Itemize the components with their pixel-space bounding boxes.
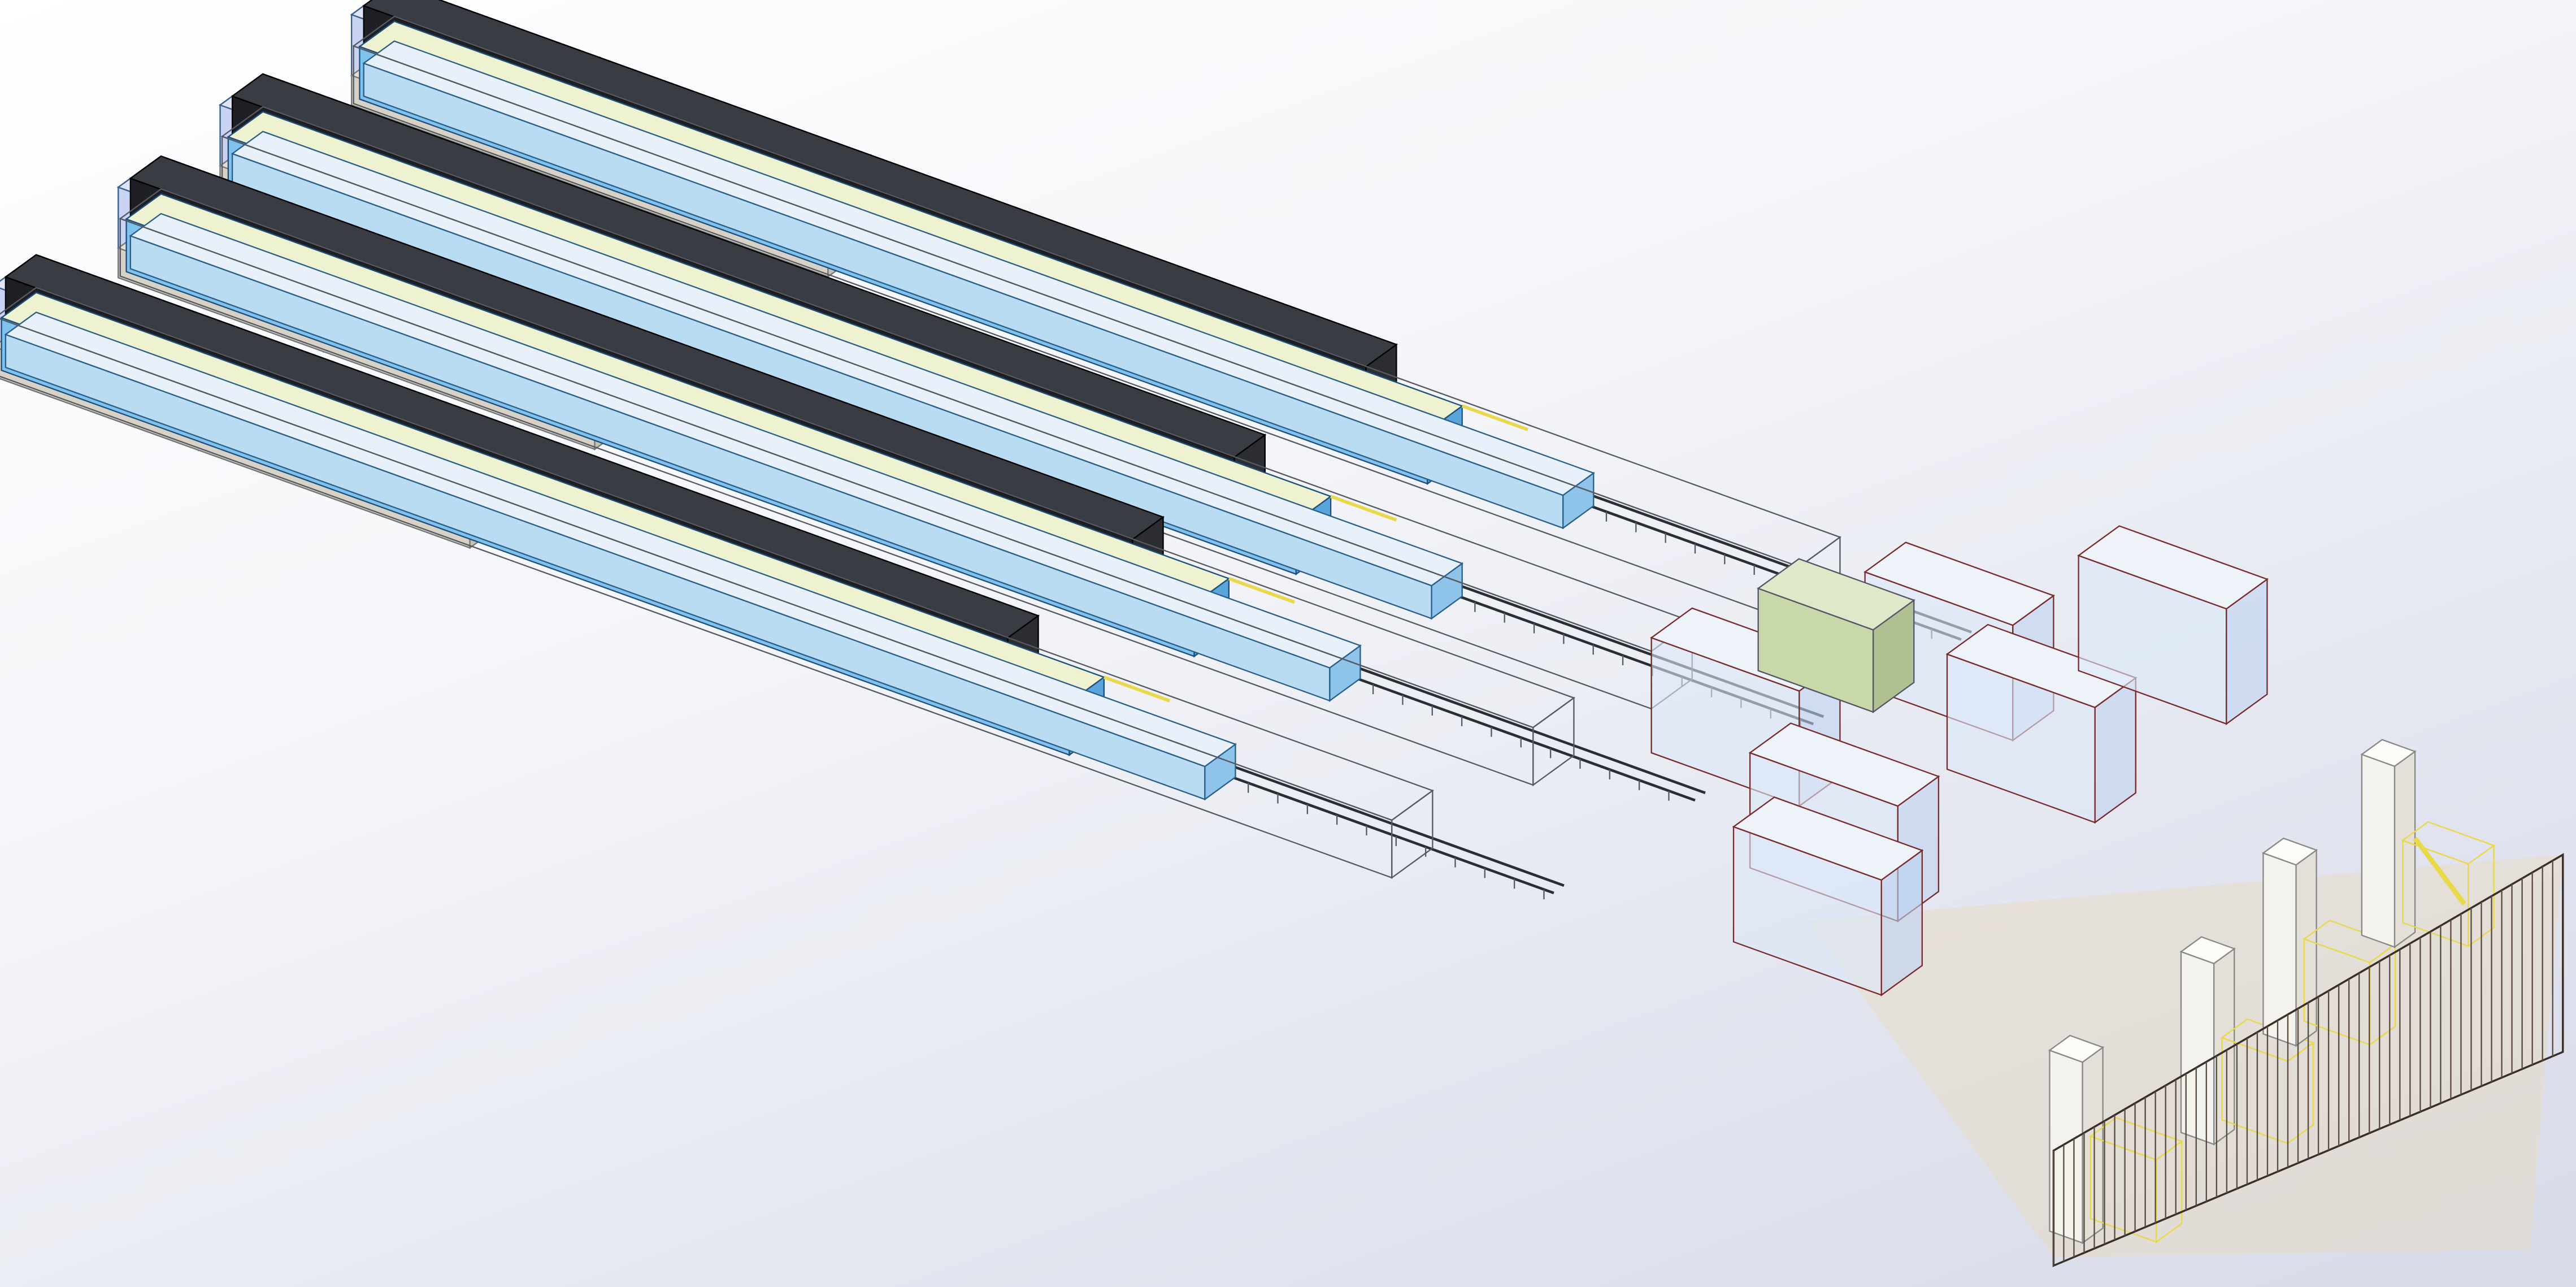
box-top-face (1757, 558, 1915, 631)
end-rack (119, 188, 1575, 787)
production-line-4 (0, 254, 1565, 900)
machine-yellow-trim (1228, 577, 1296, 604)
box-top-face (2048, 1034, 2105, 1063)
box-top-face (2077, 525, 2269, 610)
production-line-2 (219, 73, 1825, 730)
box-top-face (1863, 541, 2055, 626)
production-line-3 (116, 155, 1706, 802)
box-top-face (2401, 821, 2496, 865)
guard-enclosure (1732, 796, 1924, 996)
box-side-face (2393, 750, 2416, 948)
box-front-face (2361, 753, 2396, 948)
end-rack (0, 287, 1434, 879)
final-assembly-area (1650, 525, 2564, 1267)
box-top-face (119, 188, 1575, 729)
guard-enclosure (1945, 623, 2138, 824)
box-side-face (1532, 696, 1575, 787)
box-side-face (2295, 848, 2317, 1047)
yellow-handrail (2089, 1117, 2183, 1243)
pillar (2360, 739, 2417, 948)
box-top-face (1732, 796, 1924, 881)
guard-enclosure (2077, 525, 2269, 725)
glass-cell (1757, 558, 1915, 714)
stairs (2413, 837, 2466, 906)
pillar (2261, 837, 2318, 1047)
production-line-1 (350, 0, 1972, 641)
box-side-face (2082, 1046, 2104, 1245)
box-top-face (2261, 837, 2318, 866)
machine-yellow-trim (1330, 495, 1397, 522)
box-side-face (1391, 789, 1433, 879)
box-top-face (0, 287, 1434, 821)
machine-yellow-trim (1103, 675, 1171, 703)
box-top-face (2089, 1117, 2183, 1161)
machine-yellow-trim (1461, 404, 1528, 431)
box-front-face (2262, 852, 2297, 1047)
box-top-face (2179, 936, 2236, 964)
box-top-face (2360, 739, 2417, 768)
box-top-face (1748, 722, 1940, 807)
yellow-handrail (2401, 821, 2496, 948)
